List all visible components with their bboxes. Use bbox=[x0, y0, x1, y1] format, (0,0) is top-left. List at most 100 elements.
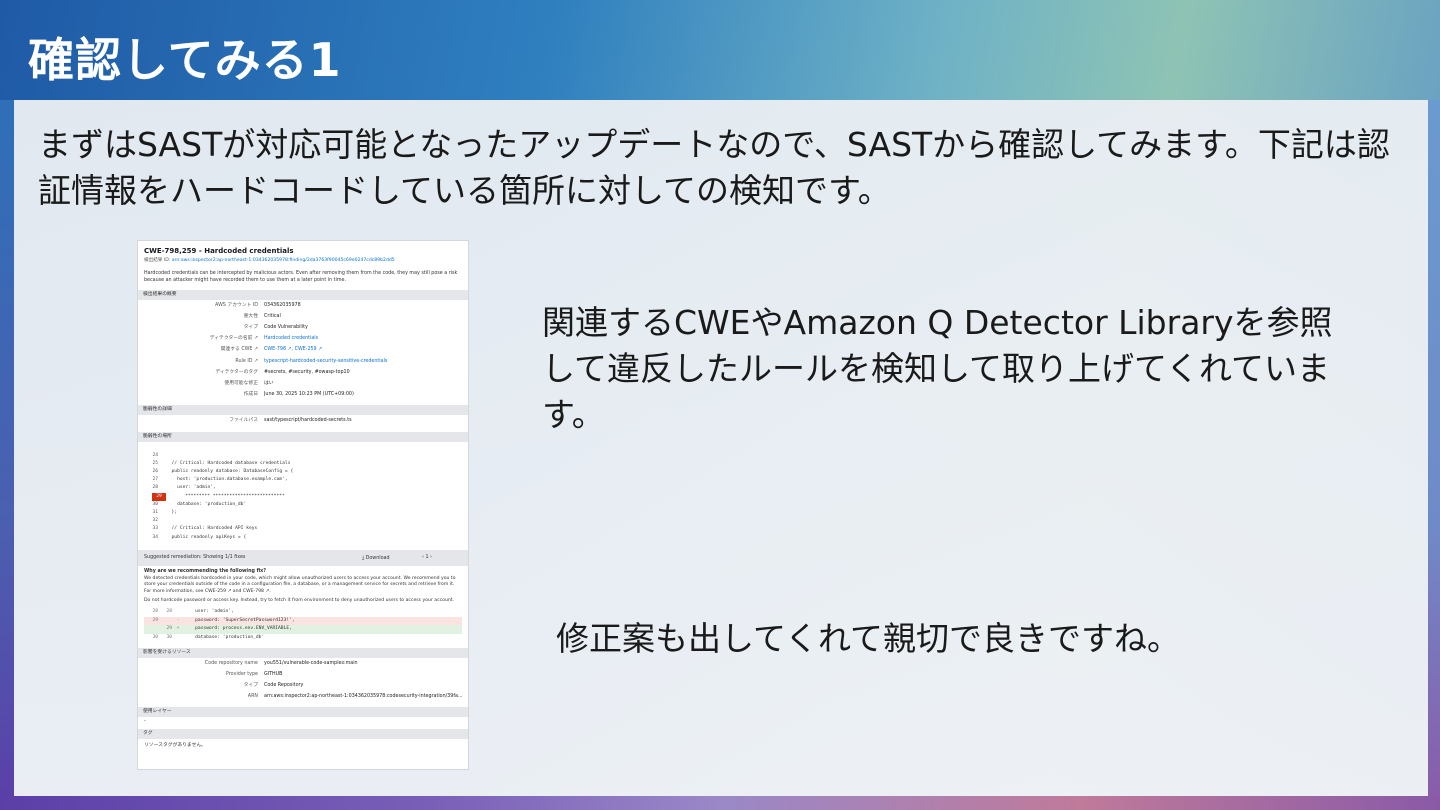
overview-value: はい bbox=[264, 381, 274, 387]
file-path-label: ファイルパス bbox=[229, 418, 258, 424]
remediation-title: Suggested remediation: Showing 1/1 fixes bbox=[144, 554, 246, 560]
overview-row: 使用可能な修正はい bbox=[144, 378, 462, 389]
code-line: 31 }; bbox=[144, 509, 462, 517]
download-button[interactable]: ⤓ Download bbox=[362, 555, 390, 561]
right-decor-band bbox=[1428, 100, 1440, 810]
diff-new-line: 29 bbox=[166, 626, 172, 632]
code-line-number: 31 bbox=[152, 510, 158, 516]
resource-key: Provider type bbox=[226, 671, 258, 677]
finding-id: 検出結果 ID: arn:aws:inspector2:ap-northeast… bbox=[144, 257, 462, 263]
diff-old-line bbox=[144, 625, 158, 634]
overview-key: Rule ID ↗ bbox=[235, 358, 258, 364]
resource-key: ARN bbox=[247, 694, 258, 700]
diff-old-line: 30 bbox=[152, 635, 158, 641]
overview-key: 関連する CWE ↗ bbox=[220, 347, 258, 353]
code-line-text: // Critical: Hardcoded API keys bbox=[166, 526, 258, 532]
diff-text: database: 'production_db' bbox=[184, 635, 265, 641]
code-line: 32 bbox=[144, 517, 462, 525]
finding-title: CWE-798,259 - Hardcoded credentials bbox=[144, 247, 294, 255]
code-line-text: database: 'production_db' bbox=[166, 501, 247, 507]
diff-new-line: 28 bbox=[166, 609, 172, 615]
code-line: 30 database: 'production_db' bbox=[144, 501, 462, 509]
resource-key: Code repository name bbox=[204, 660, 258, 666]
code-line: 26 public readonly database: DatabaseCon… bbox=[144, 468, 462, 476]
diff-new-line: 30 bbox=[166, 635, 172, 641]
code-line: 24 bbox=[144, 452, 462, 460]
diff-sign bbox=[172, 634, 184, 643]
resource-key: タイプ bbox=[243, 683, 258, 689]
overview-key: ディテクターのタグ bbox=[215, 369, 258, 375]
code-line: 29 ********* ************************** bbox=[144, 492, 462, 501]
code-block: 24 25 // Critical: Hardcoded database cre… bbox=[144, 452, 462, 542]
diff-old-line: 28 bbox=[152, 609, 158, 615]
resource-row: ARN arn:aws:inspector2:ap-northeast-1:034… bbox=[144, 691, 462, 702]
diff-row: 30 30 database: 'production_db' bbox=[144, 634, 462, 643]
code-line-number: 29 bbox=[152, 492, 166, 501]
overview-row: Rule ID ↗ typescript-hardcoded-security-s… bbox=[144, 356, 462, 367]
code-line-number: 24 bbox=[152, 452, 158, 458]
diff-text: password: 'SuperSecretPassword123!', bbox=[184, 617, 295, 623]
code-line-number: 34 bbox=[152, 534, 158, 540]
diff-old-line: 29 bbox=[152, 617, 158, 623]
code-line-number: 32 bbox=[152, 518, 158, 524]
code-line-text: }; bbox=[166, 510, 178, 516]
resource-row: Code repository name you551/vulnerable-co… bbox=[144, 658, 462, 669]
code-line-text: host: 'production.database.example.com', bbox=[166, 477, 288, 483]
tags-value: リソースタグがありません。 bbox=[144, 743, 206, 749]
fix-pager[interactable]: ‹ 1 › bbox=[422, 555, 432, 561]
overview-value[interactable]: typescript-hardcoded-security-sensitive-… bbox=[264, 358, 388, 364]
diff-sign: - bbox=[176, 617, 180, 623]
code-line-number: 27 bbox=[152, 477, 158, 483]
code-line-text: // Critical: Hardcoded database credenti… bbox=[166, 460, 291, 466]
code-line-number: 25 bbox=[152, 460, 158, 466]
resource-value: arn:aws:inspector2:ap-northeast-1:034362… bbox=[264, 694, 462, 700]
why-text: We detected credentials hardcoded in you… bbox=[144, 575, 456, 595]
code-line-number: 33 bbox=[152, 526, 158, 532]
overview-value: #secrets, #security, #owasp-top10 bbox=[264, 369, 350, 375]
code-line: 27 host: 'production.database.example.co… bbox=[144, 476, 462, 484]
overview-row: ディテクターの名前 ↗Hardcoded credentials bbox=[144, 333, 462, 344]
overview-value: Critical bbox=[264, 313, 281, 319]
diff-sign bbox=[172, 608, 184, 617]
intro-text: まずはSASTが対応可能となったアップデートなので、SASTから確認してみます。… bbox=[38, 125, 1390, 210]
why-heading: Why are we recommending the following fi… bbox=[144, 568, 267, 574]
finding-screenshot: CWE-798,259 - Hardcoded credentials 検出結果… bbox=[137, 240, 469, 770]
overview-value[interactable]: Hardcoded credentials bbox=[264, 336, 319, 342]
overview-value[interactable]: CWE-798 ↗, CWE-259 ↗ bbox=[264, 347, 323, 353]
diff-row: 29 - password: 'SuperSecretPassword123!', bbox=[144, 616, 462, 626]
resources-list: Code repository name you551/vulnerable-co… bbox=[144, 658, 462, 703]
code-line-number: 30 bbox=[152, 501, 158, 507]
resource-value: you551/vulnerable-code-samples:main bbox=[264, 660, 358, 666]
overview-value: 034362035978 bbox=[264, 302, 301, 308]
file-path-row: ファイルパス sast/typescript/hardcoded-secrets… bbox=[144, 415, 462, 426]
overview-key: 作成日 bbox=[243, 392, 258, 398]
diff-text: user: 'admin', bbox=[184, 609, 234, 615]
tags-header: タグ bbox=[138, 729, 468, 740]
diff-new-line bbox=[158, 617, 172, 626]
code-line-number: 28 bbox=[152, 485, 158, 491]
code-line: 33 // Critical: Hardcoded API keys bbox=[144, 525, 462, 533]
vuln-detail-header: 脆弱性の詳細 bbox=[138, 405, 468, 416]
diff-text: password: process.env.ENV_VARIABLE, bbox=[184, 626, 292, 632]
overview-value: Code Vulnerability bbox=[264, 325, 308, 330]
diff-row: 28 28 user: 'admin', bbox=[144, 608, 462, 617]
code-line-number: 26 bbox=[152, 469, 158, 475]
note-cwe-detection: 関連するCWEやAmazon Q Detector Libraryを参照して違反… bbox=[542, 303, 1333, 434]
file-path-value: sast/typescript/hardcoded-secrets.ts bbox=[264, 418, 352, 424]
note-remediation: 修正案も出してくれて親切で良きですね。 bbox=[556, 619, 1181, 658]
finding-id-link[interactable]: arn:aws:inspector2:ap-northeast-1:034362… bbox=[171, 258, 395, 263]
diff-row: 29+ password: process.env.ENV_VARIABLE, bbox=[144, 625, 462, 635]
code-line-text: public readonly database: DatabaseConfig… bbox=[166, 469, 294, 475]
overview-header: 検出結果の概要 bbox=[138, 289, 468, 300]
slide-title: 確認してみる1 bbox=[28, 33, 342, 87]
code-line-text: public readonly apiKeys = { bbox=[166, 534, 247, 540]
code-line: 28 user: 'admin', bbox=[144, 484, 462, 492]
resources-header: 影響を受けるリソース bbox=[138, 647, 468, 658]
advice-text: Do not hardcode password or access key. … bbox=[144, 597, 455, 603]
